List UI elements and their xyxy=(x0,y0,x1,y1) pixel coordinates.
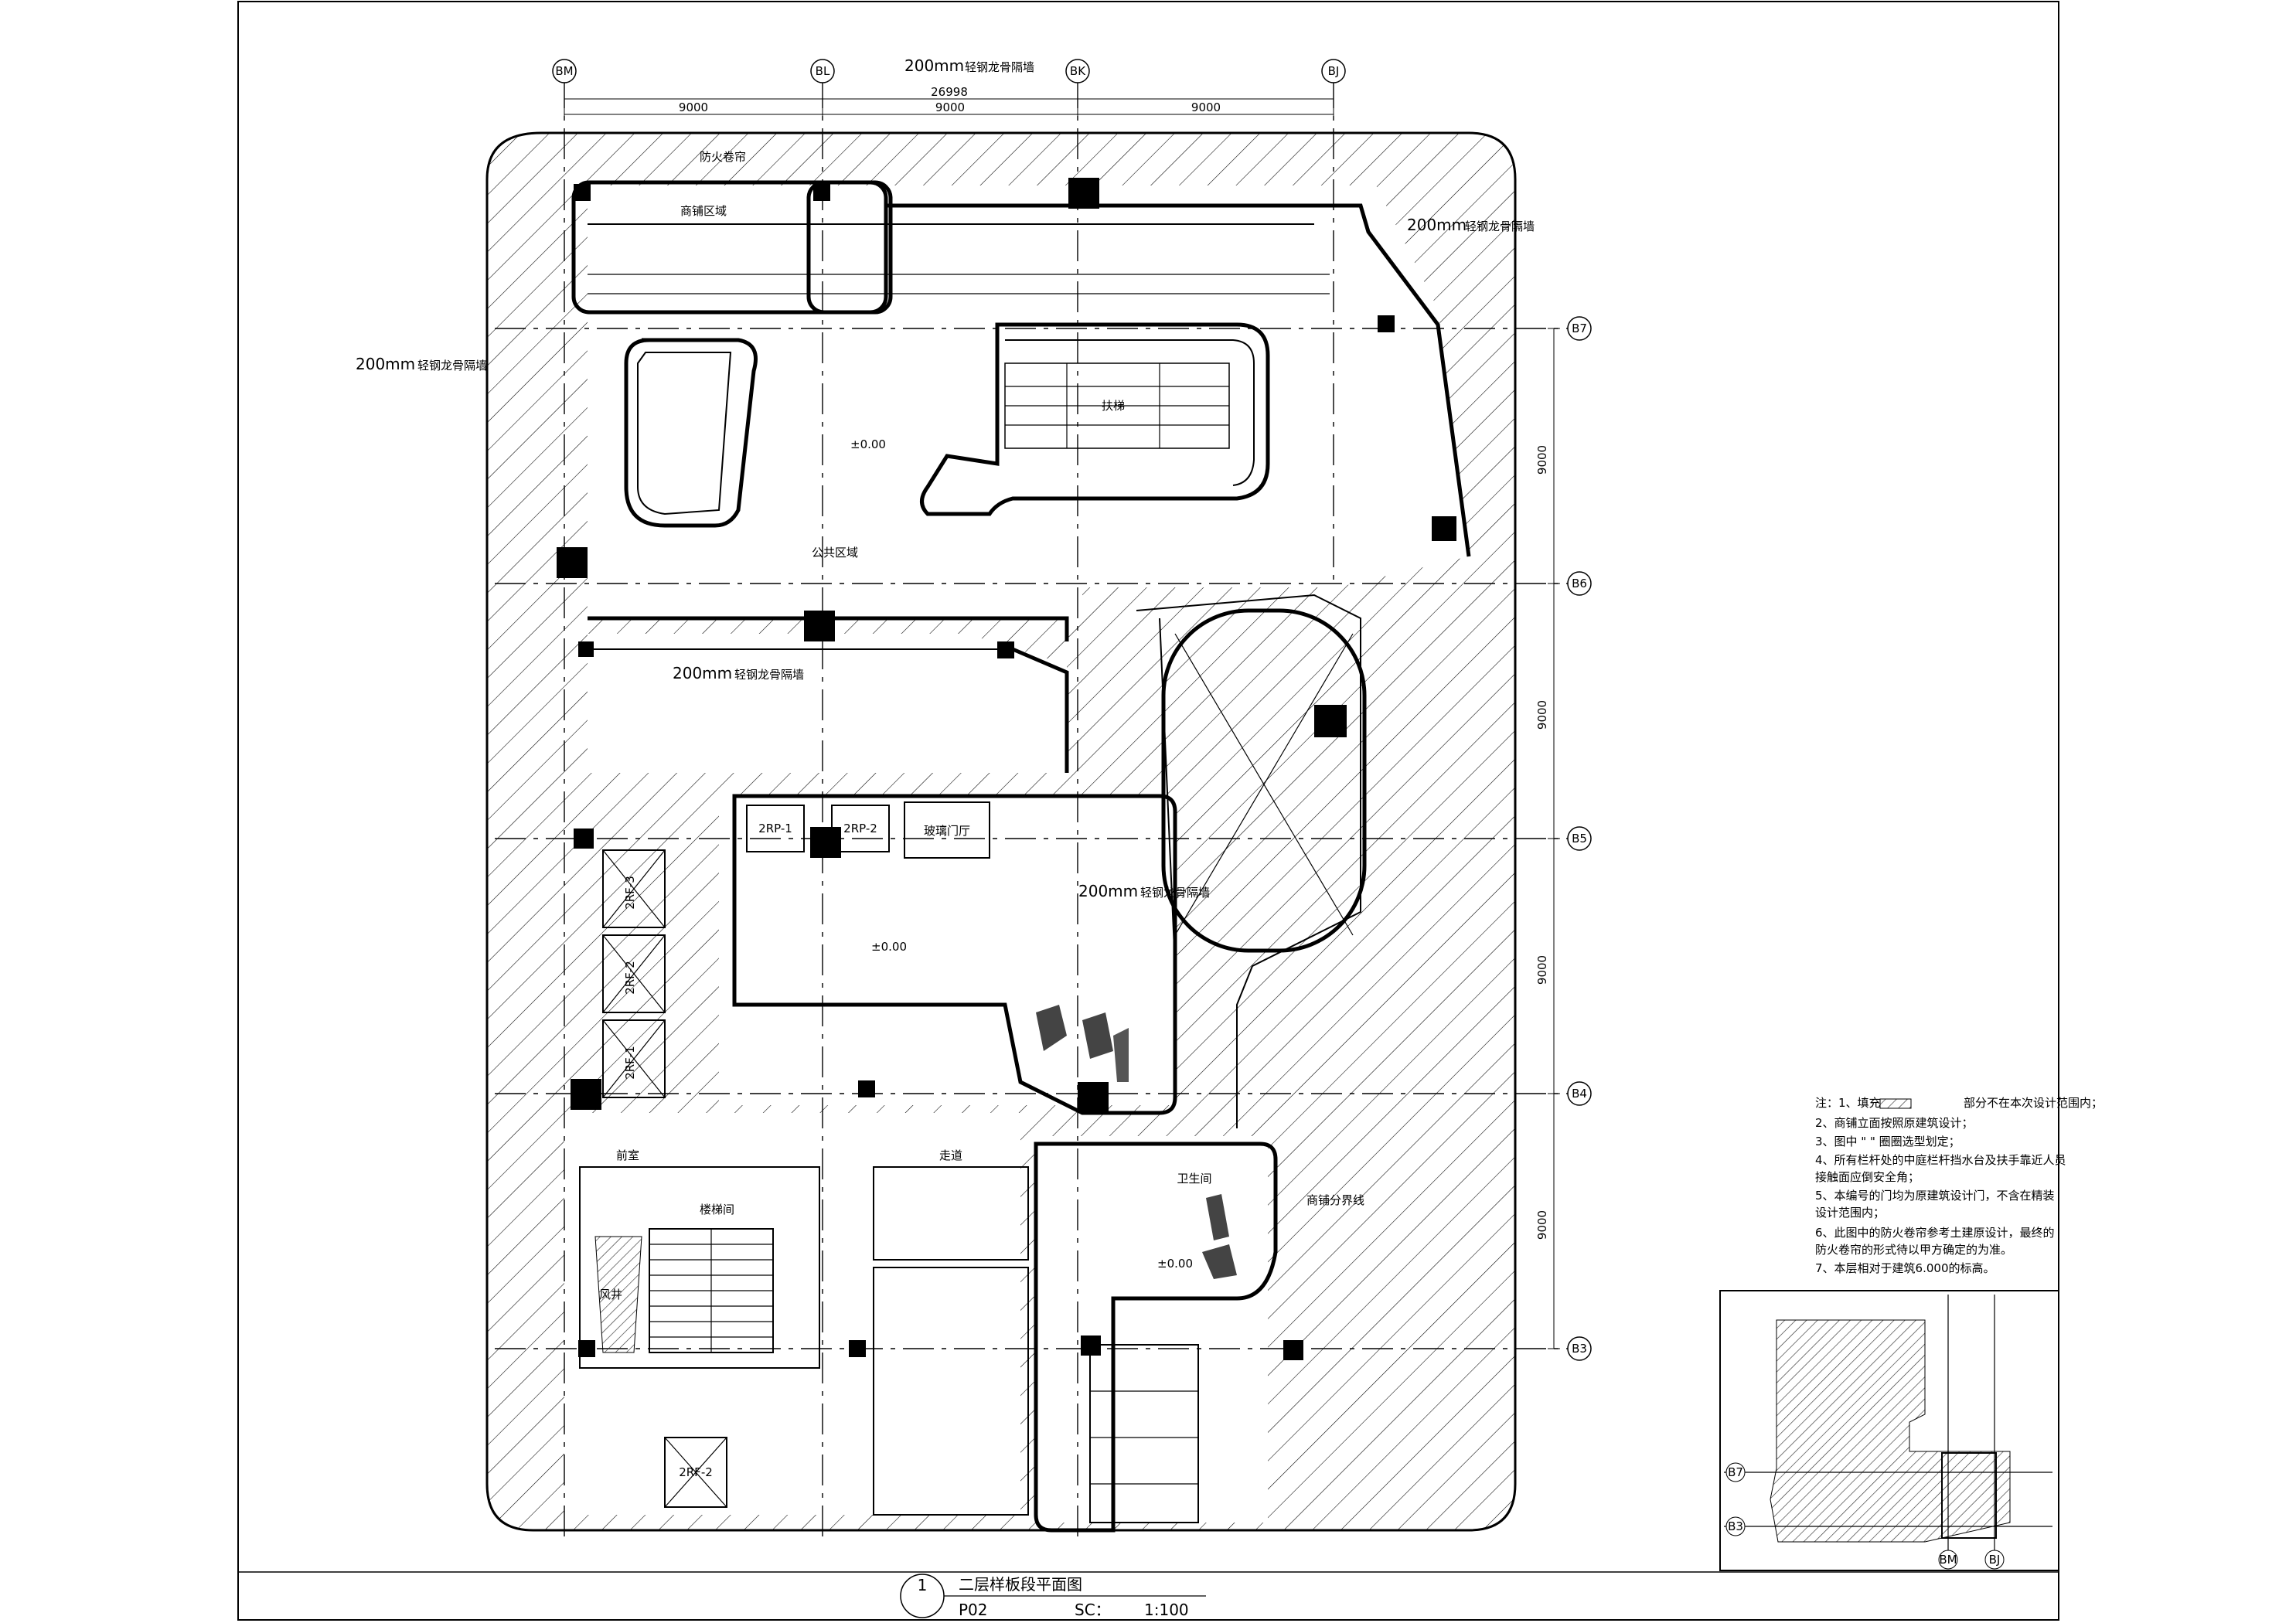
annotation-200-mid: 200mm xyxy=(673,664,732,682)
stair-core: 风井 前室 2RF-2 xyxy=(579,1148,820,1508)
notes-header: 注：1、填充 xyxy=(1815,1096,1881,1110)
svg-text:2RF-3: 2RF-3 xyxy=(623,876,637,910)
svg-text:BJ: BJ xyxy=(1328,64,1340,78)
grid-bubble-b6: B6 xyxy=(1567,571,1592,596)
toilet-block: 走道 卫生间 ±0.00 xyxy=(873,1142,1278,1533)
structural-columns xyxy=(557,178,1456,1360)
svg-text:B5: B5 xyxy=(1572,832,1587,846)
svg-text:扶梯: 扶梯 xyxy=(1102,399,1125,413)
svg-text:B3: B3 xyxy=(1728,1519,1743,1533)
note-item-4: 4、所有栏杆处的中庭栏杆挡水台及扶手靠近人员 xyxy=(1815,1153,2066,1167)
atrium-void-escalator: 扶梯 xyxy=(920,322,1270,516)
annotation-200-right-desc: 轻钢龙骨隔墙 xyxy=(1465,219,1535,233)
svg-text:±0.00: ±0.00 xyxy=(1157,1257,1193,1271)
annotation-level-upper: ±0.00 xyxy=(850,437,886,451)
svg-text:走道: 走道 xyxy=(939,1148,962,1162)
title-block: 1 二层样板段平面图 P02 SC： 1:100 xyxy=(900,1574,1206,1619)
plan-annotations: 200mm 轻钢龙骨隔墙 200mm 轻钢龙骨隔墙 200mm 轻钢龙骨隔墙 2… xyxy=(356,56,1535,1216)
note-item-6b: 防火卷帘的形式待以甲方确定的为准。 xyxy=(1815,1243,2012,1257)
annotation-200-top: 200mm xyxy=(904,56,964,75)
scale-value: 1:100 xyxy=(1144,1601,1189,1619)
left-lift-core: 2RF-3 2RF-2 2RF-1 xyxy=(602,849,666,1098)
annotation-public-area: 公共区域 xyxy=(812,546,858,560)
grid-bubble-bk: BK xyxy=(1065,59,1090,83)
dim-bay-2: 9000 xyxy=(935,100,965,114)
svg-text:2RF-2: 2RF-2 xyxy=(679,1465,713,1479)
grid-lines xyxy=(495,77,1585,1538)
dim-right-2: 9000 xyxy=(1535,700,1549,730)
svg-text:B7: B7 xyxy=(1728,1465,1743,1479)
grid-bubble-b4: B4 xyxy=(1567,1081,1592,1106)
annotation-200-right: 200mm xyxy=(1407,216,1467,234)
notes-hatch-desc: 部分不在本次设计范围内； xyxy=(1964,1096,2103,1110)
dim-right-3: 9000 xyxy=(1535,955,1549,985)
sheet-title: 二层样板段平面图 xyxy=(959,1575,1082,1594)
scale-label: SC： xyxy=(1075,1601,1111,1619)
dim-right-4: 9000 xyxy=(1535,1210,1549,1240)
annotation-200-lobby-desc: 轻钢龙骨隔墙 xyxy=(1140,886,1210,900)
annotation-200-left: 200mm xyxy=(356,355,415,373)
sheet-ref: P02 xyxy=(959,1601,988,1619)
grid-bubble-b7: B7 xyxy=(1567,316,1592,341)
grid-bubbles-top: BM BL BK BJ xyxy=(552,59,1346,83)
svg-text:BJ: BJ xyxy=(1989,1553,2001,1567)
note-item-7: 7、本层相对于建筑6.000的标高。 xyxy=(1815,1261,1995,1275)
grid-bubbles-right: B7 B6 B5 B4 B3 xyxy=(1567,316,1592,1361)
note-item-5b: 设计范围内； xyxy=(1815,1206,1885,1220)
annotation-200-left-desc: 轻钢龙骨隔墙 xyxy=(417,359,487,373)
svg-text:B3: B3 xyxy=(1572,1342,1587,1356)
note-item-2: 2、商铺立面按照原建筑设计； xyxy=(1815,1116,1974,1130)
svg-text:风井: 风井 xyxy=(599,1288,622,1301)
grid-bubble-bl: BL xyxy=(810,59,835,83)
atrium-void-left xyxy=(624,338,758,528)
dim-overall: 26998 xyxy=(931,85,968,99)
lift-label-1: 2RP-1 xyxy=(758,822,792,835)
annotation-200-top-desc: 轻钢龙骨隔墙 xyxy=(965,60,1034,74)
note-item-3: 3、图中 " " 圈圈选型划定； xyxy=(1815,1135,1960,1148)
annotation-retail: 商铺区域 xyxy=(680,204,727,218)
annotation-shop-boundary: 商铺分界线 xyxy=(1306,1193,1364,1207)
dim-bay-3: 9000 xyxy=(1191,100,1221,114)
svg-text:B4: B4 xyxy=(1572,1087,1587,1101)
upper-shop-strip xyxy=(571,180,1471,557)
svg-text:BL: BL xyxy=(816,64,830,78)
escalator: 扶梯 xyxy=(1004,362,1230,449)
svg-text:B7: B7 xyxy=(1572,322,1587,335)
svg-text:2RF-2: 2RF-2 xyxy=(623,961,637,995)
lift-label-2: 2RP-2 xyxy=(843,822,877,835)
general-notes: 注：1、填充 部分不在本次设计范围内； 2、商铺立面按照原建筑设计； 3、图中 … xyxy=(1815,1096,2103,1275)
note-item-5: 5、本编号的门均为原建筑设计门，不含在精装 xyxy=(1815,1189,2055,1203)
svg-text:B6: B6 xyxy=(1572,577,1587,590)
lower-shop-strip xyxy=(588,616,1069,773)
note-item-4b: 接触面应倒安全角； xyxy=(1815,1170,1920,1184)
annotation-stair-label: 楼梯间 xyxy=(700,1203,734,1216)
right-ramp xyxy=(1136,594,1367,1128)
key-plan: B7 B3 BM BJ xyxy=(1719,1290,2059,1571)
annotation-200-lobby: 200mm xyxy=(1078,882,1138,900)
grid-bubble-b5: B5 xyxy=(1567,826,1592,851)
glass-room-label: 玻璃门厅 xyxy=(924,824,970,838)
dim-bay-1: 9000 xyxy=(679,100,708,114)
dim-right-1: 9000 xyxy=(1535,445,1549,475)
annotation-200-mid-desc: 轻钢龙骨隔墙 xyxy=(734,668,804,682)
grid-bubble-bm: BM xyxy=(552,59,577,83)
grid-bubble-bj: BJ xyxy=(1321,59,1346,83)
svg-text:前室: 前室 xyxy=(616,1148,639,1162)
level-mark: ±0.00 xyxy=(871,940,907,954)
dimension-strings-right: 9000 9000 9000 9000 xyxy=(1535,328,1560,1349)
svg-text:2RF-1: 2RF-1 xyxy=(623,1046,637,1080)
annotation-fire-shutter: 防火卷帘 xyxy=(700,150,746,164)
svg-text:BM: BM xyxy=(1939,1553,1957,1567)
svg-text:卫生间: 卫生间 xyxy=(1177,1172,1211,1186)
grid-bubble-b3: B3 xyxy=(1567,1336,1592,1361)
planter-feature xyxy=(1036,1005,1129,1082)
svg-text:BK: BK xyxy=(1070,64,1086,78)
svg-text:BM: BM xyxy=(555,64,573,78)
note-item-6: 6、此图中的防火卷帘参考土建原设计，最终的 xyxy=(1815,1226,2055,1240)
dimension-strings-top: 26998 9000 9000 9000 xyxy=(564,85,1334,121)
drawing-number: 1 xyxy=(918,1576,928,1594)
